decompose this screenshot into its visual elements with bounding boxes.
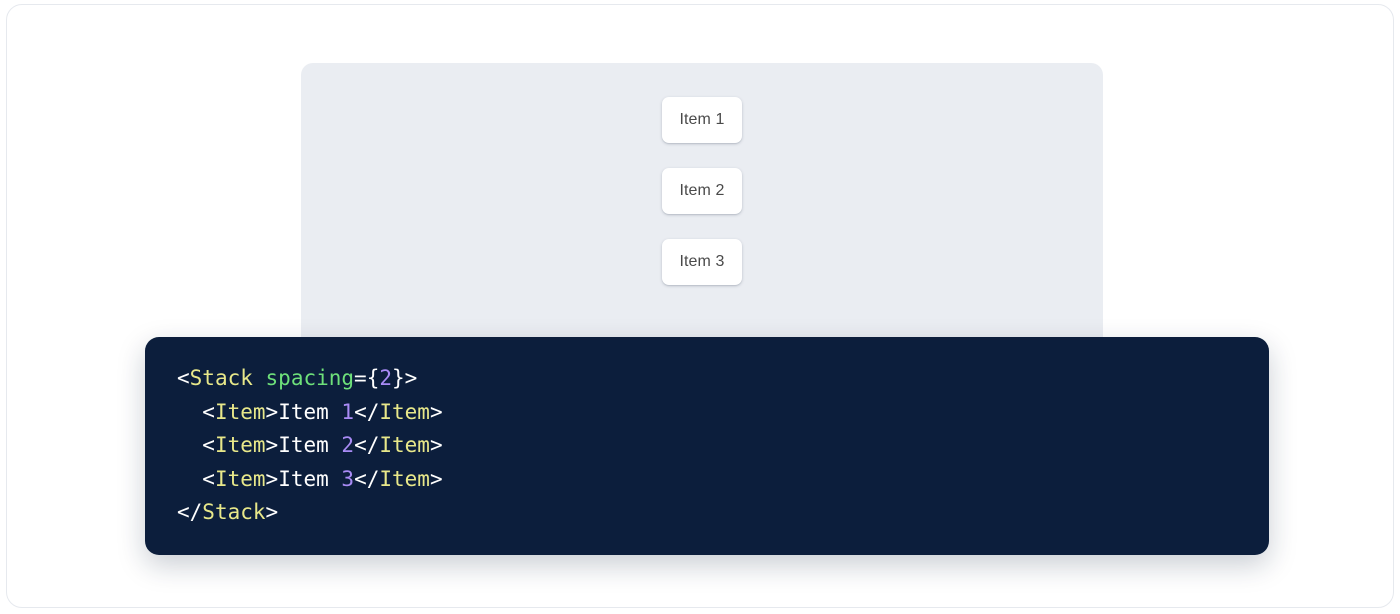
code-token-punct: </ [354,399,380,424]
code-line: <Stack spacing={2}> [177,362,1237,396]
code-token-num: 2 [379,366,392,390]
code-line: </Stack> [177,496,1237,530]
code-token-text: Item [278,466,342,491]
code-token-num: 3 [341,466,355,491]
code-token-punct: > [265,466,279,491]
code-token-tag: Item [214,433,266,458]
code-token-punct: > [429,466,443,491]
code-token-tag: Item [379,433,430,458]
code-token-text: Item [278,433,342,458]
code-token-tag: Item [214,399,266,424]
code-token-tag: Stack [202,500,266,525]
stack-item[interactable]: Item 2 [662,168,742,214]
code-token-num: 1 [341,399,355,424]
code-token-punct: < [202,433,215,458]
code-token-tag: Item [379,399,430,424]
stack-item[interactable]: Item 3 [662,239,742,285]
code-token-punct: > [265,433,279,458]
code-snippet-block: <Stack spacing={2}> <Item>Item 1</Item> … [145,337,1269,555]
code-token-punct: > [265,500,279,525]
code-token-tag: Item [214,466,266,491]
code-token-text [177,467,202,491]
stack-item[interactable]: Item 1 [662,97,742,143]
code-token-text [177,400,202,424]
code-token-punct: </ [177,500,203,525]
code-line: <Item>Item 1</Item> [177,396,1237,430]
code-line: <Item>Item 3</Item> [177,463,1237,497]
code-token-punct: </ [354,433,380,458]
stack-item-label: Item 1 [679,111,725,128]
code-token-text: Item [278,399,342,424]
code-token-text [253,366,266,390]
code-line: <Item>Item 2</Item> [177,429,1237,463]
code-token-punct: < [202,399,215,424]
code-token-punct: ={ [354,366,380,390]
code-token-punct: }> [392,366,418,390]
code-token-text [177,433,202,457]
component-preview-panel: Item 1 Item 2 Item 3 [301,63,1103,353]
stack-item-label: Item 3 [679,253,725,270]
code-token-punct: </ [354,466,380,491]
code-token-tag: Stack [189,366,253,390]
code-token-attr: spacing [265,366,355,390]
code-token-num: 2 [341,433,355,458]
code-token-tag: Item [379,466,430,491]
code-token-punct: < [202,466,215,491]
stack-item-label: Item 2 [679,182,725,199]
code-token-punct: > [429,433,443,458]
code-token-punct: > [265,399,279,424]
code-token-punct: < [177,366,190,390]
stack-container: Item 1 Item 2 Item 3 [662,97,742,285]
code-token-punct: > [429,399,443,424]
